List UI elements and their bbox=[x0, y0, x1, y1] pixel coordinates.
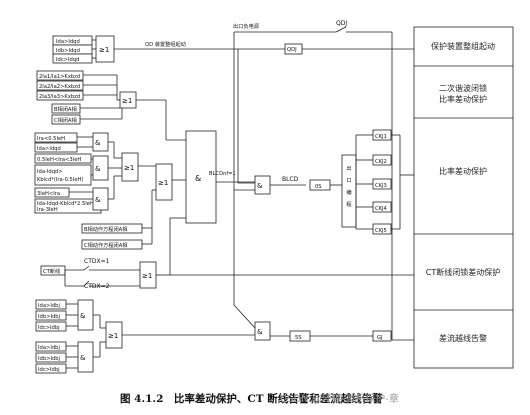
prog-char-4: 程 bbox=[346, 200, 351, 208]
input-a5-label: Idb>Idbj bbox=[38, 356, 60, 362]
input-b-phase-a bbox=[51, 103, 81, 114]
or-gate-ratio-1-label: ≥1 bbox=[124, 164, 134, 172]
input-a1 bbox=[35, 299, 67, 310]
and-gate-main-label: & bbox=[195, 174, 201, 183]
and-gate-alarm-label: & bbox=[257, 328, 263, 336]
and-gate-r2-label: & bbox=[95, 165, 101, 173]
row-label-ratio-diff: 比率差动保护 bbox=[439, 166, 487, 176]
input-c-action bbox=[81, 239, 143, 250]
input-a2-label: Idb>Idbj bbox=[38, 314, 60, 320]
relay-ckj4-label: CKJ4 bbox=[375, 206, 388, 212]
input-a4 bbox=[35, 341, 67, 352]
input-a6-label: Idc>Idbj bbox=[38, 367, 60, 373]
and-gate-main bbox=[185, 130, 217, 224]
or-gate-ratio-1 bbox=[121, 152, 139, 182]
timer-0s-label: 0S bbox=[315, 184, 322, 190]
prog-char-1: 出 bbox=[346, 164, 351, 172]
or-gate-start-label: ≥1 bbox=[99, 46, 109, 54]
input-a1-label: Ida>Idbj bbox=[38, 303, 60, 309]
prog-char-2: 口 bbox=[346, 177, 351, 184]
timer-5s-label: 5S bbox=[295, 335, 302, 341]
or-gate-harmonic-label: ≥1 bbox=[122, 97, 132, 105]
blcd-label: BLCD bbox=[282, 176, 299, 183]
input-a3-label: Idc>Idbj bbox=[38, 325, 60, 331]
qdj-relay bbox=[284, 43, 303, 55]
input-b-phase-a-label: B相闭A相 bbox=[54, 105, 77, 113]
input-r4-label-2: Kblcd*(Ira-0.5IeH) bbox=[37, 177, 84, 183]
prog-char-3: 编 bbox=[346, 188, 351, 196]
and-gate-a2-label: & bbox=[80, 354, 86, 362]
input-r4-label-1: Ida-Idqd> bbox=[37, 169, 63, 175]
ctdx2-label: CTDX=2 bbox=[84, 283, 110, 290]
input-a5 bbox=[35, 352, 67, 363]
input-b-action bbox=[81, 223, 143, 234]
qd-line-label: QD 装置整组起动 bbox=[145, 40, 186, 48]
input-h1-label: 2Ia1/Ia1>Kxbzd bbox=[39, 74, 80, 80]
row-label-harmonic-2: 比率差动保护 bbox=[439, 94, 487, 104]
input-r6-label-2: Ira-3IeH bbox=[37, 207, 58, 213]
input-r1 bbox=[34, 132, 78, 143]
and-gate-r3-label: & bbox=[95, 196, 101, 204]
relay-ckj1-label: CKJ1 bbox=[375, 134, 387, 140]
and-gate-a1-label: & bbox=[80, 312, 86, 320]
relay-ckj5-label: CKJ5 bbox=[375, 228, 387, 234]
or-gate-ratio-2 bbox=[155, 163, 173, 201]
and-gate-r1-label: & bbox=[95, 139, 101, 147]
input-r3 bbox=[34, 153, 92, 164]
or-gate-alarm-label: ≥1 bbox=[108, 332, 118, 340]
and-gate-alarm bbox=[254, 321, 271, 341]
input-h2-label: 2Ia2/Ia2>Kxbzd bbox=[39, 84, 80, 90]
qdj-contact-label: QDJ bbox=[336, 20, 347, 27]
or-gate-ratio-2-label: ≥1 bbox=[158, 179, 168, 187]
outlet-power-label: 出口负电源 bbox=[233, 22, 260, 30]
input-r6-label-1: Ida-Idqd-Kblcd*2.5IeH> bbox=[37, 201, 98, 207]
figure-caption: 图 4.1.2 比率差动保护、CT 断线告警和差流越线告警 bbox=[120, 392, 383, 405]
input-h1 bbox=[36, 70, 84, 81]
blcdnf-label: BLCDnf=1 bbox=[209, 171, 236, 177]
output-table bbox=[413, 26, 514, 369]
input-r2 bbox=[34, 142, 78, 153]
ctdx1-label: CTDX=1 bbox=[84, 258, 110, 265]
input-h3-label: 2Ia3/Ia3>Kxbzd bbox=[39, 94, 80, 100]
input-idc-idqd bbox=[52, 53, 93, 64]
or-gate-ct-label: ≥1 bbox=[142, 272, 152, 280]
relay-gj-label: GJ bbox=[377, 335, 383, 341]
input-h2 bbox=[36, 80, 84, 91]
input-r1-label: Ira<0.5IeH bbox=[37, 136, 65, 142]
input-idb-idqd-label: Idb>Idqd bbox=[56, 48, 80, 54]
input-c-phase-a-label: C相闭A相 bbox=[54, 116, 77, 124]
input-r2-label: Ida>Idqd bbox=[37, 146, 61, 152]
input-r3-label: 0.5IeH<Ira<3IeH bbox=[37, 157, 81, 163]
input-c-phase-a bbox=[51, 114, 81, 125]
row-label-start: 保护装置整组起动 bbox=[431, 41, 495, 51]
qdj-relay-label: QDJ bbox=[287, 47, 297, 53]
input-idc-idqd-label: Idc>Idqd bbox=[56, 57, 79, 63]
watermark-text: CSDN @坏碟-微机保护-章 bbox=[280, 392, 399, 405]
input-ida-idqd-label: Ida>Idqd bbox=[56, 39, 80, 45]
input-ct-break-label: CT断线 bbox=[43, 267, 60, 275]
input-a6 bbox=[35, 363, 67, 374]
input-h3 bbox=[36, 90, 84, 101]
relay-ckj3-label: CKJ3 bbox=[375, 183, 387, 189]
input-a2 bbox=[35, 310, 67, 321]
input-c-action-label: C相动作方程闭A相 bbox=[84, 241, 127, 249]
input-a4-label: Ida>Idbj bbox=[38, 345, 60, 351]
input-r5-label: 3IeH<Ira bbox=[37, 191, 60, 197]
row-label-harmonic-1: 二次谐波闭锁 bbox=[439, 83, 487, 93]
input-a3 bbox=[35, 321, 67, 332]
input-b-action-label: B相动作方程闭A相 bbox=[84, 225, 127, 233]
input-r5 bbox=[34, 187, 70, 198]
and-gate-output-label: & bbox=[257, 182, 263, 190]
row-label-diff-alarm: 差流越线告警 bbox=[439, 333, 487, 343]
row-label-ct-break: CT断线闭锁差动保护 bbox=[426, 267, 500, 277]
relay-ckj2-label: CKJ2 bbox=[375, 159, 387, 165]
